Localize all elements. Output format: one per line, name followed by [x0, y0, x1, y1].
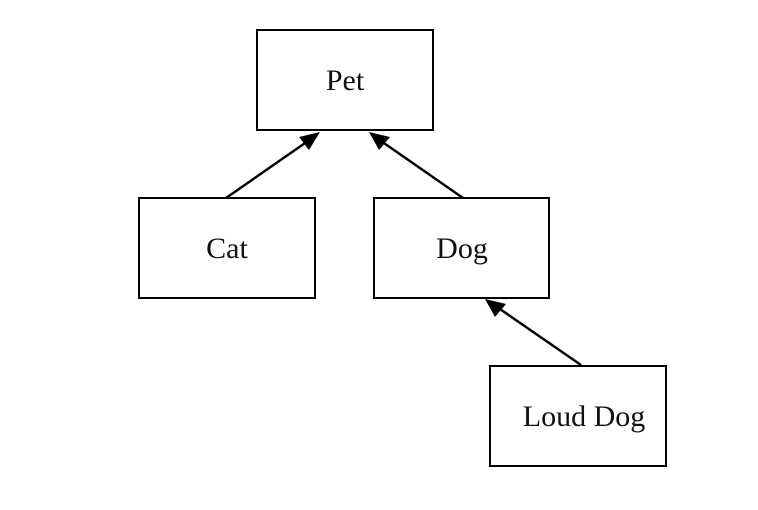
node-box	[489, 365, 667, 467]
node-box	[138, 197, 316, 299]
arrow-head-icon	[369, 132, 390, 150]
edge-line	[380, 139, 464, 200]
edge-cat-to-pet	[225, 132, 320, 200]
arrow-head-icon	[485, 299, 506, 317]
node-label-dog: Dog	[436, 232, 488, 265]
node-loud-dog: Loud Dog	[489, 365, 667, 467]
node-label-cat: Cat	[206, 232, 248, 265]
node-box	[256, 29, 434, 131]
edge-loud-dog-to-dog	[485, 299, 582, 367]
node-label-pet: Pet	[326, 64, 365, 97]
edge-line	[225, 139, 309, 200]
node-box	[373, 197, 550, 299]
edge-dog-to-pet	[369, 132, 464, 200]
edge-line	[496, 305, 582, 367]
node-pet: Pet	[256, 29, 434, 131]
node-dog: Dog	[373, 197, 550, 299]
node-label-loud-dog: Loud Dog	[523, 400, 646, 433]
node-cat: Cat	[138, 197, 316, 299]
arrow-head-icon	[299, 132, 320, 150]
